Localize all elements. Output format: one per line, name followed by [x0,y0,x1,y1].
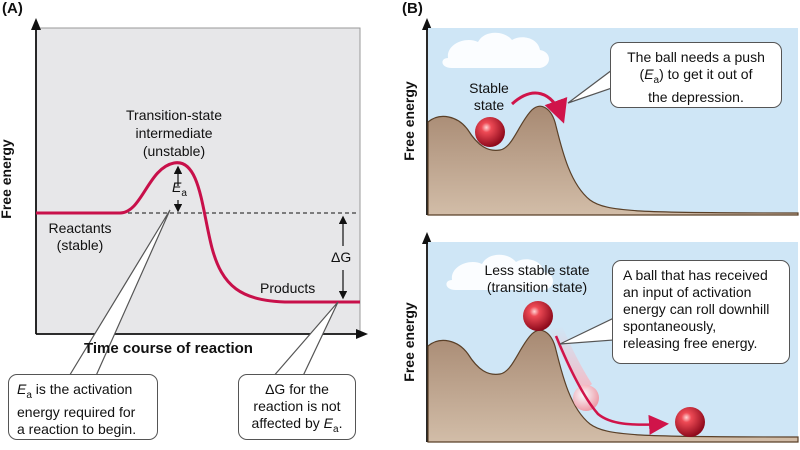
reactants-line-2: (stable) [56,237,104,253]
less-stable-state-label: Less stable state (transition state) [462,262,612,296]
energy-curve [36,161,360,304]
callout-dg-symbol: E [323,415,334,431]
panel-b-letter: (B) [402,0,423,17]
top-callout-sub: a [653,74,660,86]
callout-ea-sub: a [26,389,32,401]
transition-line-3: (unstable) [142,143,206,159]
top-push-arrow [510,91,568,124]
callout-ea: Ea is the activation energy required for… [8,374,158,440]
bottom-callout-line-4: spontaneously, [623,318,717,334]
top-callout-line-2-pre: ( [639,66,645,82]
roll-trail [550,326,592,392]
top-y-axis-arrowhead [422,18,432,30]
plot-background [35,27,361,335]
panel-b-bottom-y-axis-label: Free energy [401,302,417,382]
transition-line-2: intermediate [135,125,213,141]
y-axis-arrowhead [31,18,41,30]
delta-g-label: ΔG [331,249,352,265]
transition-line-1: Transition-state [126,107,222,123]
top-callout-line-3: the depression. [648,88,744,105]
callout-dg-line-3: affected by [251,415,324,431]
stable-state-label: Stable state [458,80,520,114]
stable-state-line-2: state [473,97,505,113]
bottom-callout-line-3: energy can roll downhill [623,301,770,317]
top-of-hill-ball [523,301,553,331]
callout-ea-symbol: E [17,381,27,397]
reactants-label: Reactants (stable) [40,220,120,254]
stable-state-line-1: Stable [469,80,509,96]
top-callout: The ball needs a push (Ea) to get it out… [610,42,782,108]
bottom-callout-line-5: releasing free energy. [623,335,758,351]
panel-a-x-axis-label: Time course of reaction [84,340,253,357]
ea-label: Ea [172,179,187,199]
bottom-hill [427,329,799,443]
bottom-callout: A ball that has received an input of act… [612,260,790,364]
products-label: Products [260,280,316,296]
panel-a-letter: (A) [2,0,23,17]
bottom-y-axis-arrowhead [422,232,432,244]
bottom-ball [675,407,705,437]
ea-sub: a [181,187,187,199]
top-callout-symbol: E [644,66,654,82]
callout-dg-line-2: reaction is not [253,398,341,414]
transition-state-label: Transition-state intermediate (unstable) [104,106,244,160]
callout-ea-line-2: energy required for [17,403,136,420]
panel-b-top-y-axis-label: Free energy [401,81,417,161]
callout-ea-line-1: is the activation [31,381,133,397]
x-axis-arrowhead [356,329,368,339]
panel-a-y-axis-label: Free energy [0,139,14,219]
callout-dg-line-1: ΔG for the [265,381,329,397]
bottom-cloud [446,254,553,290]
callout-dg: ΔG for the reaction is not affected by E… [238,374,356,440]
top-callout-line-2-post: ) to get it out of [659,66,753,82]
callout-ea-line-3: a reaction to begin. [17,420,137,437]
top-ball [475,117,505,147]
bottom-callout-line-1: A ball that has received [623,267,768,283]
roll-arrow [554,335,669,435]
bottom-callout-line-2: an input of activation [623,284,752,300]
reactants-line-1: Reactants [48,220,112,236]
ea-symbol: E [172,179,182,195]
top-callout-line-1: The ball needs a push [627,49,765,65]
callout-dg-sub: a [333,423,339,435]
top-cloud [442,32,549,68]
less-stable-line-2: (transition state) [486,279,588,295]
callout-dg-end: . [338,415,343,431]
less-stable-line-1: Less stable state [484,262,590,278]
